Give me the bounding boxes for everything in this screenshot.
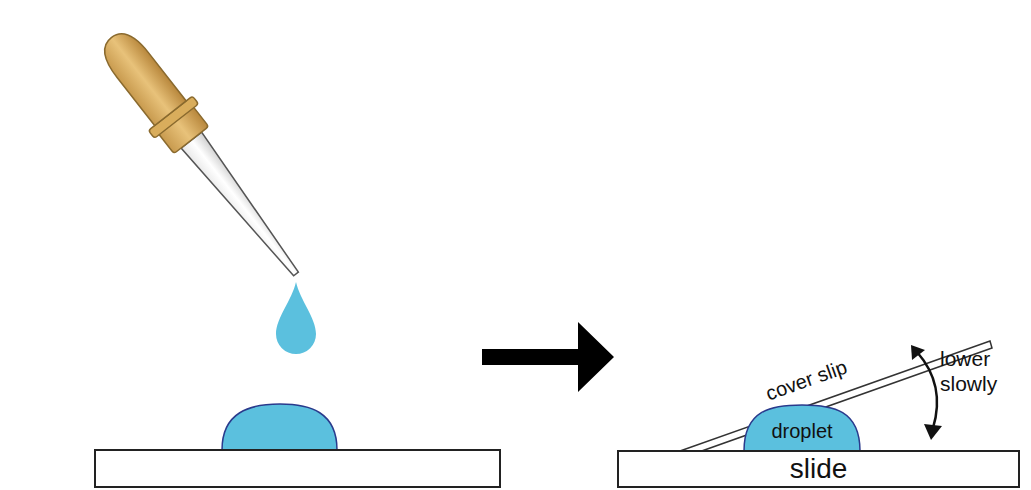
arrowhead [924,424,942,440]
slide: slide [617,450,1020,488]
slide-shape [95,450,500,487]
droplet: droplet [743,404,861,451]
droplet-shape [222,404,337,450]
instruction-label: lower slowly [940,346,1026,396]
node-label: droplet [771,420,832,443]
step-arrow [482,322,614,392]
node-label: slide [790,453,848,485]
lowering-arrow [917,352,937,428]
arrowhead [911,345,925,360]
falling-drop [276,282,316,354]
dropper [89,20,318,291]
